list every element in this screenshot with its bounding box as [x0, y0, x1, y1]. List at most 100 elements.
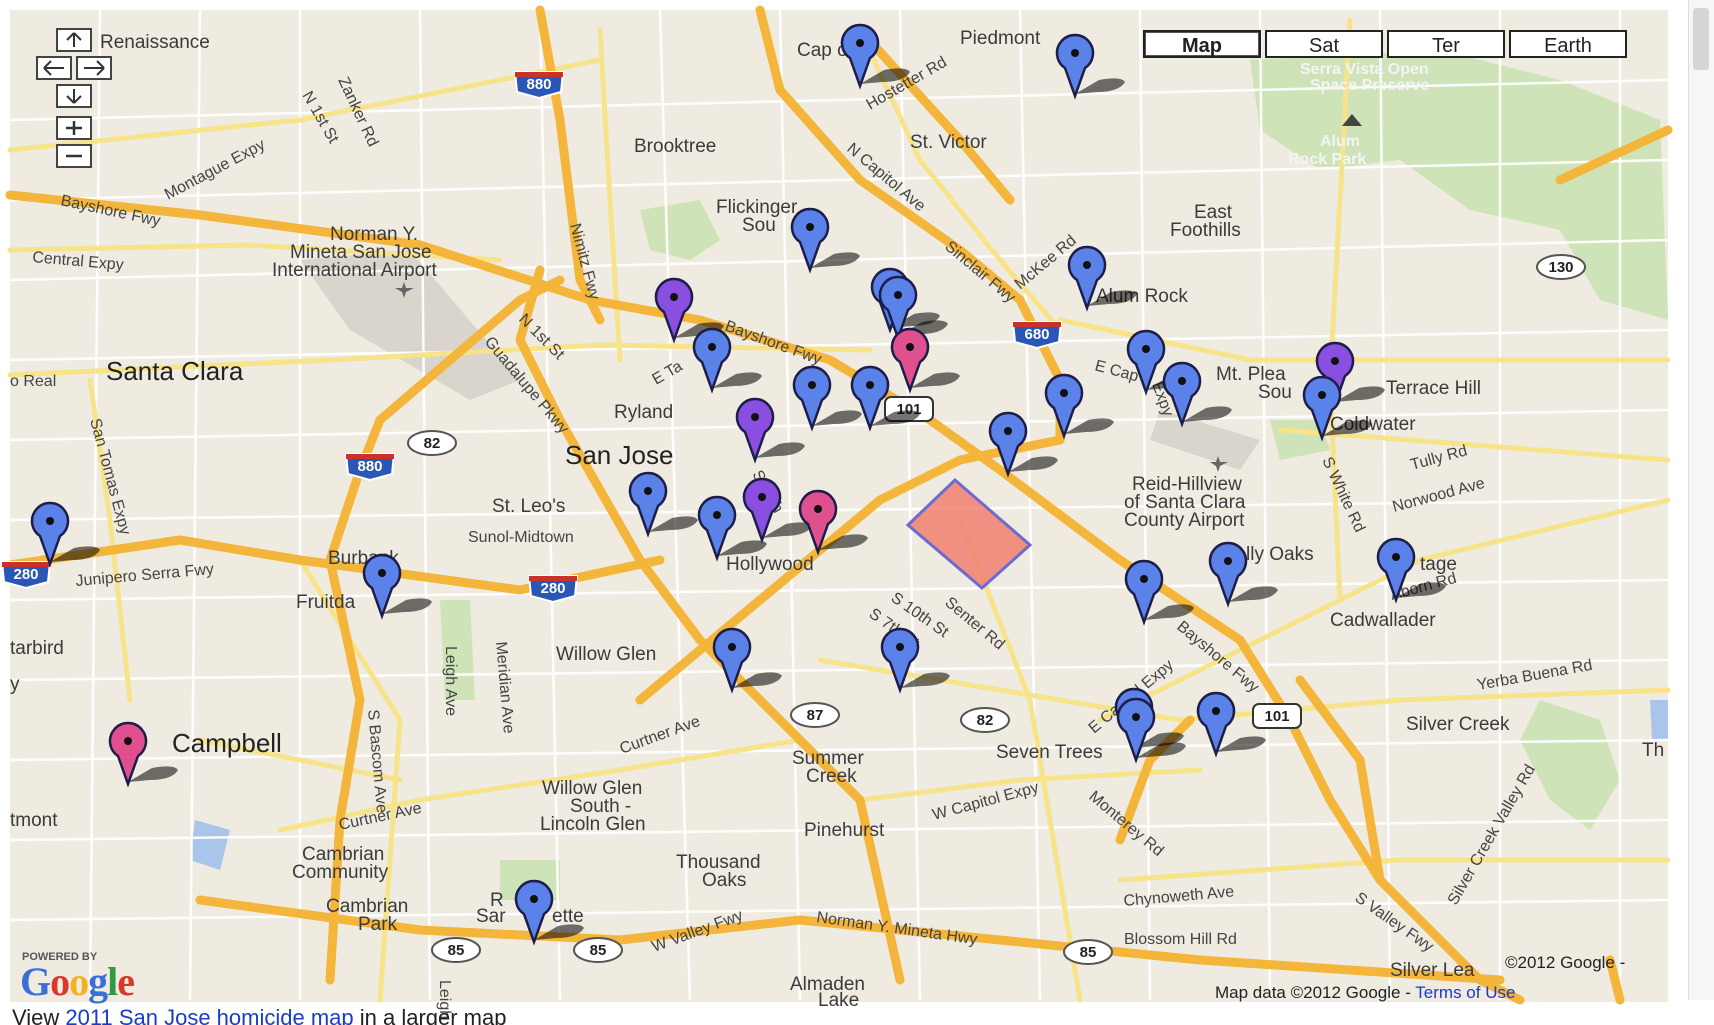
map-type-map-button[interactable]: Map: [1143, 30, 1261, 58]
blue-marker-icon[interactable]: [1302, 375, 1372, 442]
interstate-shield-icon: 880: [513, 71, 565, 100]
road-label: Leigh Ave: [442, 646, 459, 716]
place-label: Pinehurst: [804, 820, 885, 841]
blue-marker-icon[interactable]: [840, 23, 910, 90]
place-label: Ryland: [614, 402, 673, 423]
place-label: Cambrian: [326, 896, 408, 917]
blue-marker-icon[interactable]: [1208, 541, 1278, 608]
blue-marker-icon[interactable]: [514, 879, 584, 946]
shield-number: 130: [1548, 259, 1573, 276]
blue-marker-icon[interactable]: [1124, 559, 1194, 626]
purple-marker-icon[interactable]: [742, 477, 812, 544]
place-label: Brooktree: [634, 136, 716, 157]
blue-marker-icon[interactable]: [1376, 537, 1446, 604]
blue-marker-icon[interactable]: [880, 627, 950, 694]
terms-of-use-link[interactable]: Terms of Use: [1415, 983, 1516, 1002]
place-label: Willow Glen: [556, 644, 656, 665]
place-label: tarbird: [10, 638, 64, 659]
street-grid: [9, 9, 1669, 1001]
blue-marker-icon[interactable]: [697, 495, 767, 562]
interstate-shield-icon: 880: [344, 453, 396, 482]
interstate-shield-icon: 280: [0, 561, 52, 590]
shield-number: 101: [1264, 708, 1289, 725]
blue-marker-icon[interactable]: [362, 553, 432, 620]
shield-number: 680: [1024, 326, 1049, 343]
pink-marker-icon[interactable]: [890, 327, 960, 394]
purple-marker-icon[interactable]: [654, 277, 724, 344]
blue-marker-icon[interactable]: [988, 411, 1058, 478]
blue-marker-icon[interactable]: [790, 207, 860, 274]
blue-marker-icon[interactable]: [1116, 697, 1186, 764]
pan-down-button[interactable]: [56, 84, 92, 108]
blue-marker-icon[interactable]: [30, 501, 100, 568]
arrow-right-icon: [84, 60, 105, 76]
zoom-out-button[interactable]: [56, 144, 92, 168]
shield-number: 82: [424, 435, 441, 452]
shield-number: 880: [526, 76, 551, 93]
google-logo[interactable]: Google: [20, 958, 135, 1005]
page-scrollbar[interactable]: [1688, 0, 1714, 1000]
place-label: International Airport: [272, 260, 437, 281]
larger-map-link[interactable]: 2011 San Jose homicide map: [65, 1005, 354, 1025]
blue-marker-icon[interactable]: [692, 327, 762, 394]
place-label: Th: [1642, 740, 1664, 761]
pan-up-button[interactable]: [56, 28, 92, 52]
copyright-line-2: Map data ©2012 Google - Terms of Use: [1215, 983, 1515, 1003]
place-label: Renaissance: [100, 32, 210, 53]
place-label: Almaden: [790, 974, 865, 995]
blue-marker-icon[interactable]: [792, 365, 862, 432]
place-label: Terrace Hill: [1386, 378, 1481, 399]
freeways: [5, 5, 1673, 1005]
minus-icon: [66, 154, 82, 158]
map-type-sat-button[interactable]: Sat: [1265, 30, 1383, 58]
logo-letter: o: [69, 959, 89, 1004]
place-label: Alum: [1320, 133, 1360, 150]
state-shield-icon: 85: [1063, 939, 1113, 965]
road-label: Blossom Hill Rd: [1124, 931, 1237, 948]
place-label: Cadwallader: [1330, 610, 1436, 631]
place-label: St. Victor: [910, 132, 987, 153]
map-type-earth-button[interactable]: Earth: [1509, 30, 1627, 58]
peak-icon: [1342, 114, 1362, 126]
place-label: San Jose: [565, 440, 673, 470]
map-type-ter-button[interactable]: Ter: [1387, 30, 1505, 58]
blue-marker-icon[interactable]: [1067, 245, 1137, 312]
blue-marker-icon[interactable]: [1055, 33, 1125, 100]
place-label: Piedmont: [960, 28, 1041, 49]
place-label: ette: [552, 906, 584, 927]
purple-marker-icon[interactable]: [1315, 341, 1385, 408]
blue-marker-icon[interactable]: [628, 471, 698, 538]
blue-marker-icon[interactable]: [850, 365, 920, 432]
place-label: Rock Park: [1288, 151, 1366, 168]
place-label: Lincoln Glen: [540, 814, 646, 835]
logo-letter: l: [107, 959, 118, 1004]
blue-marker-icon[interactable]: [1162, 361, 1232, 428]
place-label: tage: [1420, 554, 1457, 575]
highlight-area: [905, 477, 1033, 590]
shield-number: 280: [540, 580, 565, 597]
place-label: Oaks: [702, 870, 746, 891]
place-label: South -: [570, 796, 631, 817]
place-label: Mineta San Jose: [290, 242, 432, 263]
blue-marker-icon[interactable]: [1196, 691, 1266, 758]
place-label: lly Oaks: [1246, 544, 1314, 565]
blue-marker-icon[interactable]: [1044, 373, 1114, 440]
place-label: Silver Lea: [1390, 960, 1475, 981]
pan-right-button[interactable]: [76, 56, 112, 80]
pink-marker-icon[interactable]: [108, 721, 178, 788]
zoom-in-button[interactable]: [56, 116, 92, 140]
blue-marker-icon[interactable]: [712, 627, 782, 694]
scrollbar-thumb[interactable]: [1693, 8, 1709, 70]
purple-marker-icon[interactable]: [735, 397, 805, 464]
pink-marker-icon[interactable]: [798, 489, 868, 556]
place-label: Flickinger: [716, 197, 798, 218]
place-label: County Airport: [1124, 510, 1245, 531]
arrow-up-icon: [66, 32, 82, 47]
arrow-left-icon: [43, 60, 64, 76]
place-label: R: [490, 890, 504, 911]
powered-by-label: POWERED BY: [22, 951, 98, 963]
park-area: [1520, 700, 1620, 830]
pan-left-button[interactable]: [36, 56, 72, 80]
state-shield-icon: 87: [790, 702, 840, 728]
